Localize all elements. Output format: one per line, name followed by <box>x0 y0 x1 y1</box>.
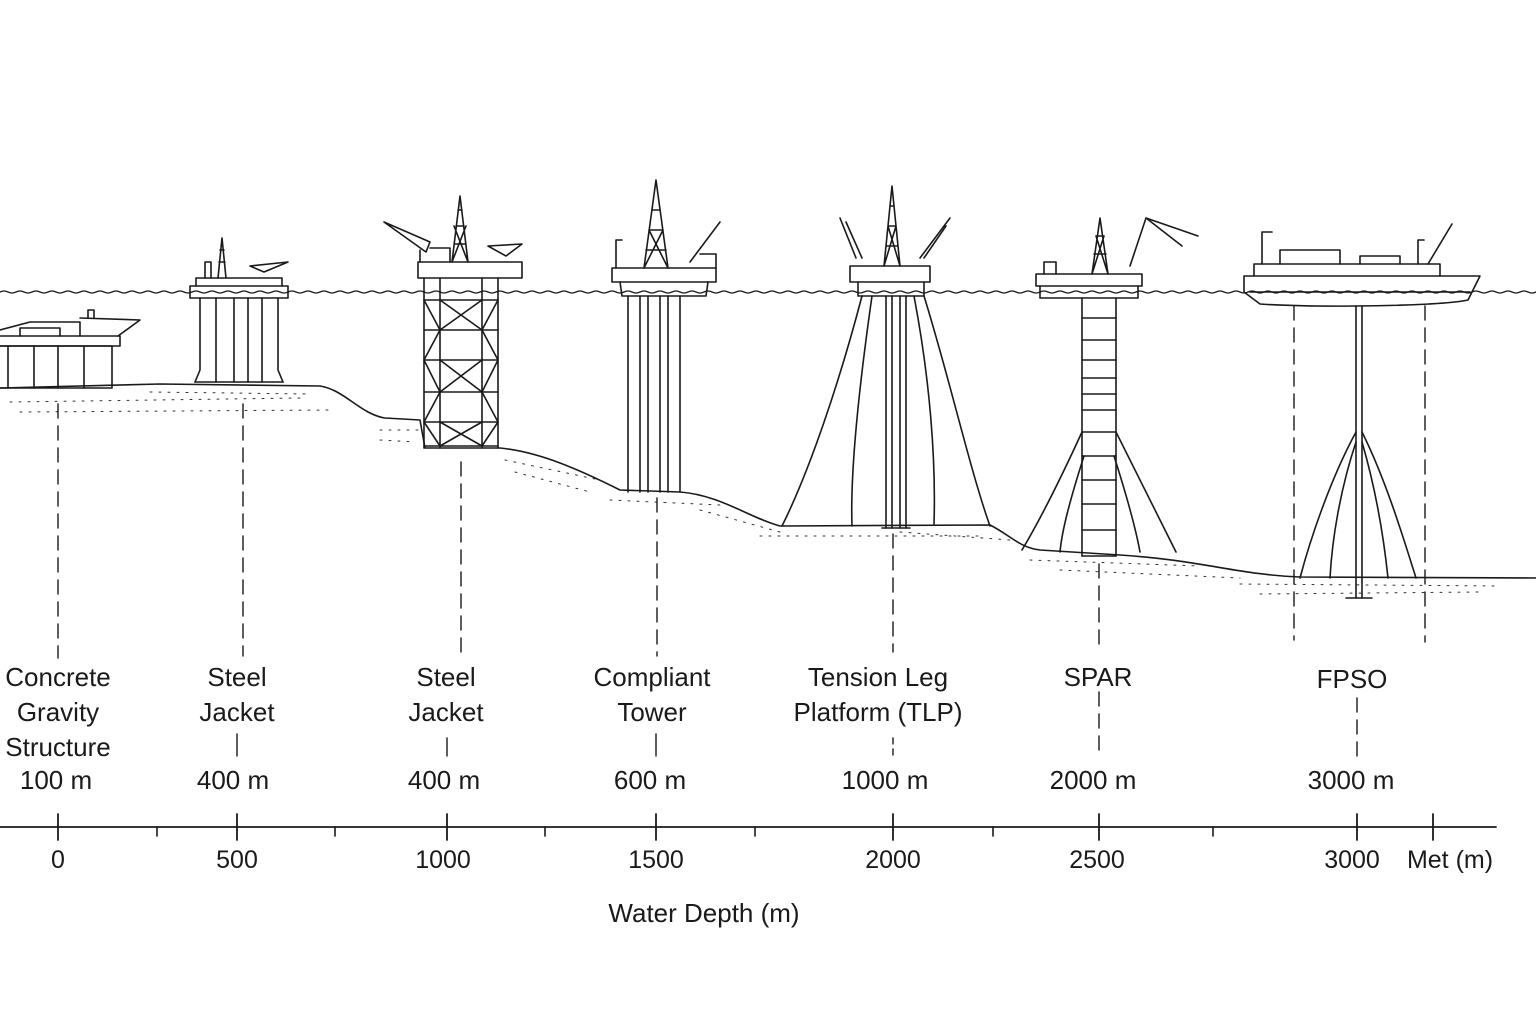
tension-leg-platform <box>781 185 991 529</box>
axis-title: Water Depth (m) <box>608 898 800 928</box>
label-compliant-tower: Compliant Tower <box>593 662 711 727</box>
depth-steel-jacket-1: 400 m <box>196 765 270 795</box>
depth-steel-jacket-2: 400 m <box>407 765 481 795</box>
spar-platform <box>1021 217 1199 557</box>
axis-major-ticks <box>57 813 1434 841</box>
seabed-profile <box>0 383 1536 579</box>
depth-concrete-gravity-structure: 100 m <box>19 765 93 795</box>
label-connectors <box>236 691 1358 757</box>
axis-tick-label: 500 <box>216 846 258 874</box>
axis-tick-label: 1000 <box>415 846 471 874</box>
concrete-gravity-structure <box>0 309 141 389</box>
axis-tick-label: 1500 <box>628 846 684 874</box>
depth-compliant-tower: 600 m <box>613 765 687 795</box>
axis-tick-label: 3000 <box>1324 846 1380 874</box>
compliant-tower <box>611 179 721 493</box>
depth-tension-leg-platform: 1000 m <box>841 765 929 795</box>
leader-lines <box>57 305 1426 659</box>
label-tension-leg-platform: Tension Leg Platform (TLP) <box>793 662 963 727</box>
axis-unit-label: Met (m) <box>1406 846 1494 874</box>
sediment-stipple <box>9 391 1501 595</box>
label-fpso: FPSO <box>1316 664 1388 694</box>
axis-minor-ticks <box>156 826 1214 837</box>
axis-tick-label: 0 <box>51 846 65 874</box>
label-concrete-gravity-structure: Concrete Gravity Structure <box>5 662 111 762</box>
axis-tick-label: 2000 <box>865 846 921 874</box>
label-spar: SPAR <box>1063 662 1133 692</box>
fpso-vessel <box>1243 223 1481 599</box>
label-steel-jacket-1: Steel Jacket <box>199 662 275 727</box>
steel-jacket-2 <box>383 195 523 449</box>
depth-spar: 2000 m <box>1049 765 1137 795</box>
steel-jacket-1 <box>189 237 289 383</box>
depth-fpso: 3000 m <box>1307 765 1395 795</box>
axis-tick-label: 2500 <box>1069 846 1125 874</box>
label-steel-jacket-2: Steel Jacket <box>408 662 484 727</box>
